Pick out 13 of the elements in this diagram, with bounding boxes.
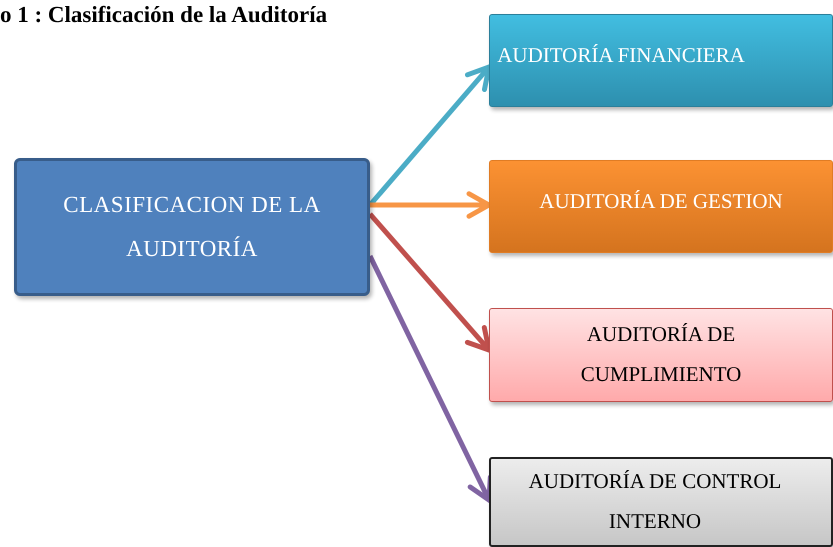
audit-type-box	[489, 457, 833, 547]
box-label: AUDITORÍA DE GESTION	[539, 188, 783, 215]
box-label: AUDITORÍA DE CONTROL INTERNO	[528, 468, 782, 535]
root-category-box	[14, 158, 370, 296]
audit-type-box	[489, 160, 833, 253]
audit-type-box	[489, 308, 833, 402]
box-label: AUDITORÍA DE CUMPLIMIENTO	[580, 321, 742, 388]
box-label: CLASIFICACION DE LA AUDITORÍA	[62, 191, 322, 263]
box-label: AUDITORÍA FINANCIERA	[497, 42, 745, 69]
arrow	[368, 212, 492, 352]
audit-type-box	[489, 14, 833, 107]
diagram-title: o 1 : Clasificación de la Auditoría	[0, 2, 328, 28]
arrow	[370, 191, 492, 219]
